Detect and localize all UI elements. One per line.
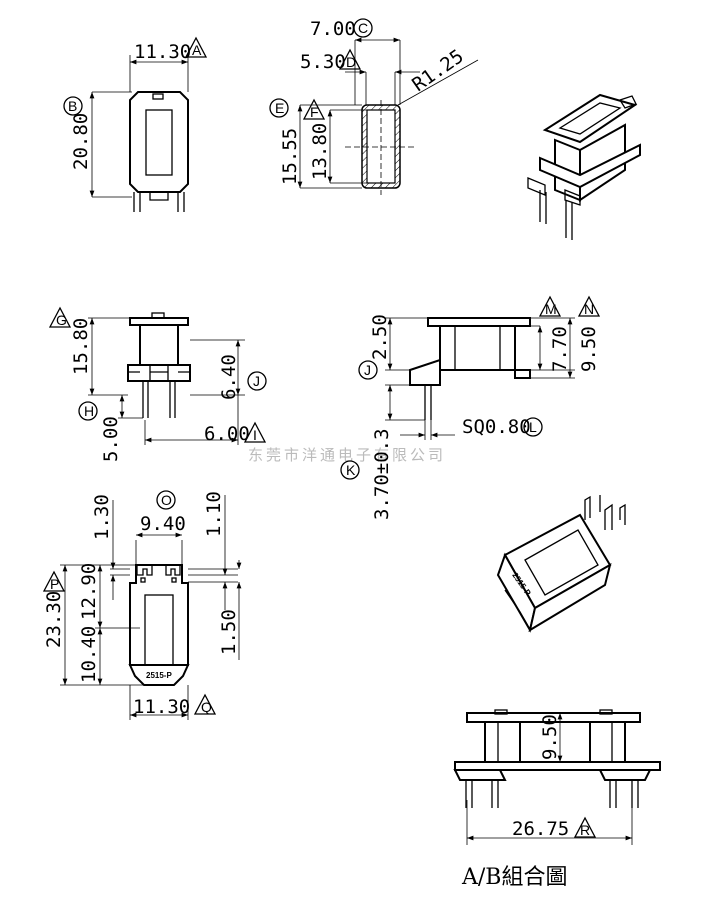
- part-marking: 2515-P: [146, 671, 172, 680]
- dim-outer-width: 7.00: [310, 18, 356, 40]
- dim-height-2: 9.50: [578, 326, 600, 372]
- drawing-title: A/B組合圖: [461, 865, 567, 890]
- tag-label: Q: [201, 699, 212, 715]
- tag-label: F: [310, 104, 319, 120]
- dim-slot: 9.40: [140, 513, 186, 535]
- dim-assembly-height: 9.50: [539, 714, 561, 760]
- tag-label: N: [584, 301, 594, 317]
- tag-label: R: [580, 822, 590, 838]
- tag-triangle: [184, 36, 208, 58]
- watermark: 东莞市洋通电子有限公司: [248, 446, 446, 464]
- tag-label: J: [253, 373, 260, 389]
- bottom-view: 2515-P O 9.40 1.30 1.10 P 23.30 12.90 10…: [42, 490, 242, 720]
- tag-label: K: [346, 462, 356, 478]
- dim-assembly-width: 26.75: [512, 818, 569, 840]
- dim-height: 15.80: [70, 318, 92, 375]
- dim-outer-height: 15.55: [279, 128, 301, 185]
- section-view: 7.00 C 5.30 D R1.25 15.55 E 13.80 F: [269, 18, 479, 195]
- dim-inner-width: 5.30: [300, 51, 346, 73]
- top-view: 11.30 A 20.80 B: [63, 36, 208, 212]
- dim-flange: 6.40: [218, 354, 240, 400]
- dim-1-30: 1.30: [91, 494, 113, 540]
- dim-width: 11.30: [133, 696, 190, 718]
- tag-label: L: [529, 419, 537, 435]
- dim-pin-length: 5.00: [100, 416, 122, 462]
- tag-label: A: [192, 42, 202, 58]
- dim-total-length: 23.30: [43, 591, 65, 648]
- assembly-view: 9.50 26.75 R: [453, 709, 661, 845]
- dim-1-50: 1.50: [218, 609, 240, 655]
- tag-label: G: [56, 312, 67, 328]
- tag-label: J: [364, 362, 371, 378]
- isometric-view-bottom: 2515-P: [496, 495, 626, 633]
- tag-label: P: [50, 576, 59, 592]
- dim-lower: 10.40: [78, 626, 100, 683]
- tag-label: I: [253, 427, 257, 443]
- dim-height: 20.80: [70, 113, 92, 170]
- tag-label: D: [346, 54, 356, 70]
- dim-upper: 12.90: [78, 563, 100, 620]
- dim-pin-length: 3.70±0.3: [371, 428, 393, 520]
- dim-top: 2.50: [369, 314, 391, 360]
- isometric-view-bobbin: [527, 93, 641, 240]
- dim-inner-height: 13.80: [309, 123, 331, 180]
- dim-pin-square: SQ0.80: [462, 416, 531, 438]
- dim-pin-pitch: 6.00: [204, 423, 250, 445]
- tag-label: C: [358, 20, 368, 36]
- front-view: G 15.80 H 5.00 6.00 I 6.40 J: [48, 306, 267, 462]
- dim-width: 11.30: [134, 41, 191, 63]
- dim-1-10: 1.10: [203, 491, 225, 537]
- tag-label: H: [84, 403, 94, 419]
- side-view: 2.50 J 7.70 M 9.50 N SQ0.80 L K 3.70±0.3: [340, 295, 601, 520]
- tag-label: B: [68, 98, 77, 114]
- tag-label: O: [161, 492, 172, 508]
- dim-height-1: 7.70: [549, 326, 571, 372]
- tag-label: M: [545, 301, 557, 317]
- tag-label: E: [275, 100, 284, 116]
